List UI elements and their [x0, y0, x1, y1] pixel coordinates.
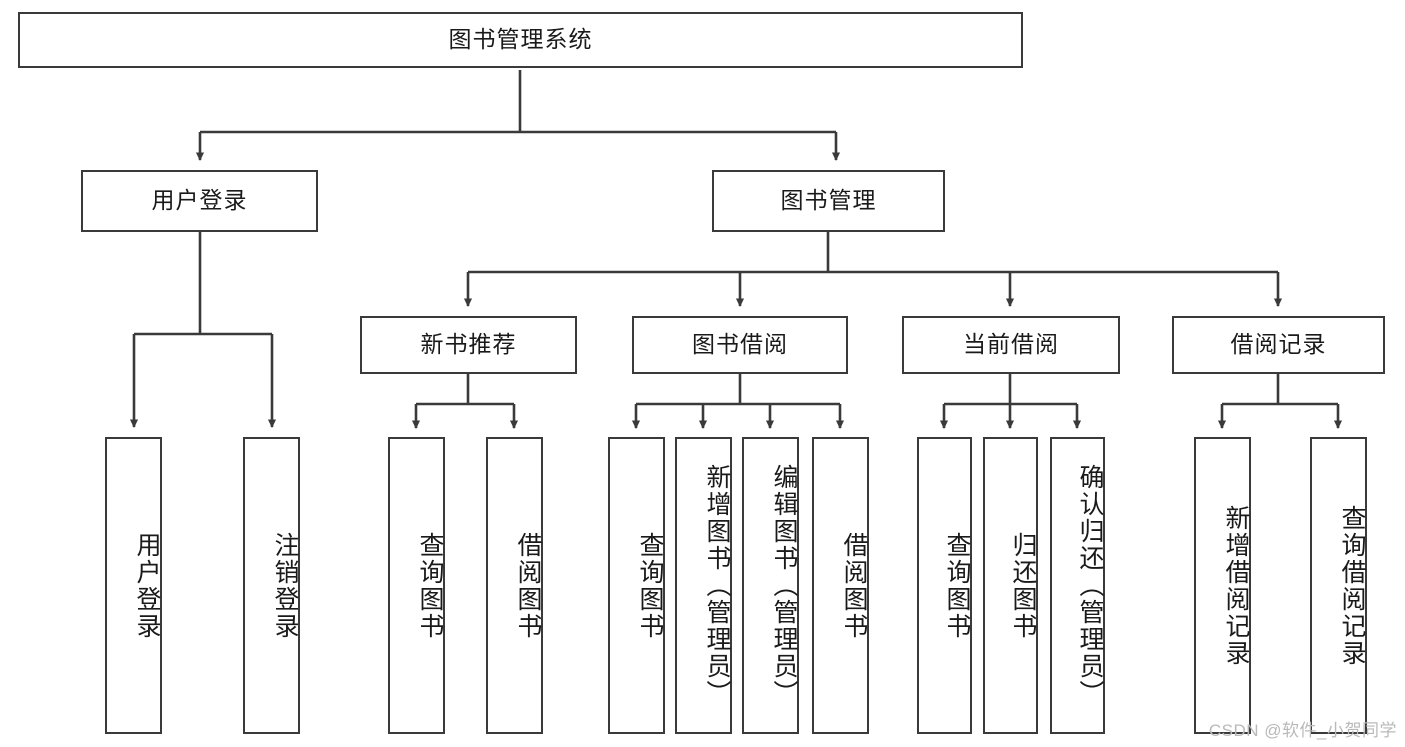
watermark: CSDN @软件_小贺同学 — [1208, 721, 1397, 740]
node-label: 新书推荐 — [420, 331, 517, 358]
node-leaf-add-record[interactable]: 新增借阅记录 — [1194, 437, 1251, 734]
node-label: 借阅图书 — [514, 531, 542, 640]
node-label: 编辑图书（管理员） — [770, 464, 798, 707]
node-label: 图书管理系统 — [448, 26, 593, 53]
node-label: 查询图书 — [943, 531, 971, 640]
node-label: 借阅图书 — [840, 531, 868, 640]
node-root[interactable]: 图书管理系统 — [18, 12, 1023, 68]
node-leaf-query-book-3[interactable]: 查询图书 — [917, 437, 972, 734]
node-leaf-logout-login[interactable]: 注销登录 — [243, 437, 300, 734]
node-label: 查询图书 — [416, 531, 444, 640]
node-leaf-confirm-return[interactable]: 确认归还（管理员） — [1050, 437, 1105, 734]
node-label: 图书管理 — [780, 187, 877, 214]
node-leaf-return-book[interactable]: 归还图书 — [983, 437, 1038, 734]
node-leaf-borrow-book-1[interactable]: 借阅图书 — [486, 437, 543, 734]
node-label: 新增图书（管理员） — [703, 464, 731, 707]
node-label: 确认归还（管理员） — [1076, 464, 1104, 707]
node-label: 用户登录 — [133, 531, 161, 640]
node-label: 查询图书 — [636, 531, 664, 640]
node-label: 注销登录 — [271, 531, 299, 640]
node-label: 借阅记录 — [1230, 331, 1327, 358]
node-book-manage[interactable]: 图书管理 — [712, 170, 945, 232]
node-label: 新增借阅记录 — [1222, 504, 1250, 667]
node-label: 当前借阅 — [963, 331, 1059, 358]
node-leaf-user-login[interactable]: 用户登录 — [105, 437, 162, 734]
node-new-book-recommend[interactable]: 新书推荐 — [360, 316, 577, 374]
node-leaf-query-book-1[interactable]: 查询图书 — [388, 437, 445, 734]
node-leaf-edit-book[interactable]: 编辑图书（管理员） — [742, 437, 799, 734]
node-leaf-add-book[interactable]: 新增图书（管理员） — [675, 437, 732, 734]
node-leaf-borrow-book-2[interactable]: 借阅图书 — [812, 437, 869, 734]
node-label: 图书借阅 — [692, 331, 788, 358]
node-borrow-record[interactable]: 借阅记录 — [1172, 316, 1385, 374]
node-label: 归还图书 — [1009, 531, 1037, 640]
node-leaf-query-record[interactable]: 查询借阅记录 — [1310, 437, 1367, 734]
node-book-borrow[interactable]: 图书借阅 — [632, 316, 848, 374]
node-label: 查询借阅记录 — [1338, 504, 1366, 667]
node-user-login[interactable]: 用户登录 — [81, 170, 318, 232]
node-label: 用户登录 — [151, 187, 248, 214]
node-current-borrow[interactable]: 当前借阅 — [902, 316, 1120, 374]
node-leaf-query-book-2[interactable]: 查询图书 — [608, 437, 665, 734]
